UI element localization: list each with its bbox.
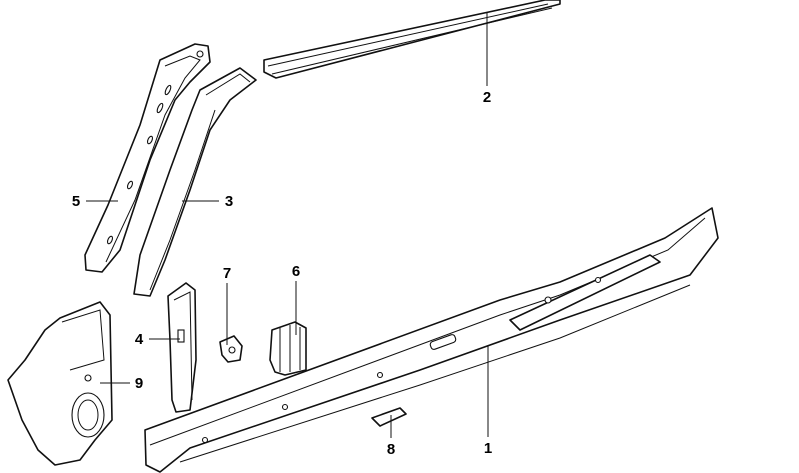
callout-6: 6 (292, 263, 300, 280)
callout-9: 9 (135, 375, 143, 392)
callout-1: 1 (484, 440, 492, 457)
part-1-sill (144, 207, 719, 473)
part-4-bracket (167, 282, 197, 413)
callout-3: 3 (225, 193, 233, 210)
callout-8: 8 (387, 441, 395, 458)
callout-5: 5 (72, 193, 80, 210)
part-5-a-pillar-outer (84, 43, 211, 273)
callout-2: 2 (483, 89, 491, 106)
part-3-a-pillar-inner (133, 67, 257, 297)
part-2-roof-rail (263, 0, 561, 79)
part-7-clip (219, 335, 243, 363)
part-6-reinforcement (269, 321, 307, 376)
callout-4: 4 (135, 331, 144, 348)
callout-7: 7 (223, 265, 231, 282)
part-8-small-bracket (371, 407, 407, 427)
part-9-side-panel (7, 301, 113, 466)
